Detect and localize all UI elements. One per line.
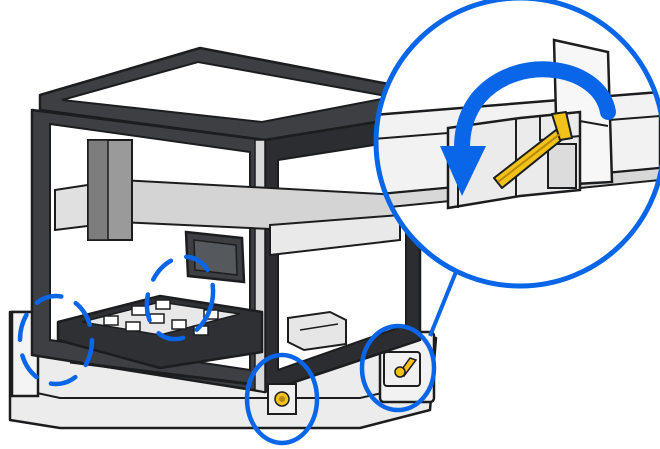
- highlight-side-screw: [359, 323, 437, 413]
- callout-connector: [428, 261, 462, 337]
- gantry: [54, 139, 401, 257]
- hex-key-icon: [383, 351, 421, 387]
- zoom-callout: [373, 0, 660, 289]
- screw-highlights: [244, 323, 437, 446]
- mount-screw-icon: [267, 383, 297, 415]
- hex-key-icon: [493, 111, 573, 189]
- dashed-highlight-left: [17, 293, 95, 387]
- interior-box: [287, 310, 347, 352]
- dashed-highlight-center: [144, 254, 216, 342]
- rotate-arrow-icon: [440, 61, 616, 196]
- highlight-markers: [17, 254, 216, 387]
- highlight-front-screw: [244, 352, 320, 446]
